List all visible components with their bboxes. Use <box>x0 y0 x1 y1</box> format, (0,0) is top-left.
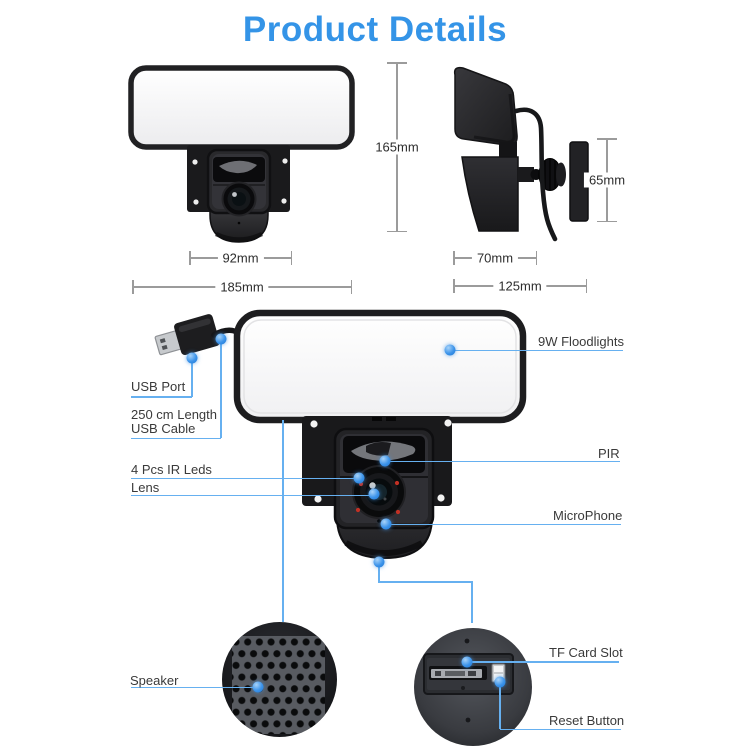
dimension-label: 185mm <box>215 279 269 295</box>
mic-hole <box>377 519 381 523</box>
callout-dot-floodlights <box>444 344 456 356</box>
dimension-label: 65mm <box>583 172 631 188</box>
callout-line <box>378 562 380 582</box>
dimension-label: 125mm <box>493 278 547 294</box>
label-tf-card-slot: TF Card Slot <box>549 645 623 660</box>
callout-line <box>499 682 501 729</box>
label-lens: Lens <box>131 480 160 495</box>
callout-line <box>500 728 621 730</box>
camera-body-side <box>461 156 519 232</box>
main-product-illustration <box>154 309 527 560</box>
dimension-185mm: 185mm <box>132 279 352 295</box>
ir-led <box>395 509 401 515</box>
speaker-closeup-circle <box>222 622 337 737</box>
side-view-illustration <box>453 66 589 242</box>
label-usb-cable-line2: USB Cable <box>131 420 196 436</box>
light-panel <box>233 309 527 424</box>
usb-plug <box>154 314 220 356</box>
callout-dot-speaker <box>252 681 264 693</box>
ir-led <box>394 480 400 486</box>
callout-dot-camera-bottom <box>373 556 385 568</box>
power-cable <box>513 107 558 242</box>
label-usb-cable-line1: 250 cm Length <box>131 407 218 422</box>
callout-line <box>220 339 222 438</box>
callout-line <box>282 420 284 622</box>
callout-line <box>131 477 359 479</box>
callout-dot-tf-card <box>461 656 473 667</box>
front-view-illustration <box>128 65 355 243</box>
callout-line <box>131 396 192 398</box>
callout-line <box>131 494 374 496</box>
light-head-side <box>453 66 518 147</box>
label-ir-leds: 4 Pcs IR Leds <box>131 462 212 477</box>
callout-dot-ir-leds <box>353 472 365 484</box>
callout-line <box>467 661 619 663</box>
light-panel <box>128 65 355 150</box>
callout-dot-usb-port <box>186 352 198 364</box>
label-microphone: MicroPhone <box>553 508 623 523</box>
tf-card-closeup-circle <box>414 628 532 746</box>
label-reset-button: Reset Button <box>549 713 625 728</box>
callout-dot-reset <box>494 676 506 688</box>
callout-line <box>191 358 193 397</box>
callout-dot-pir <box>379 455 391 467</box>
callout-line <box>131 437 221 439</box>
dimension-label: 70mm <box>471 250 519 266</box>
dimension-70mm: 70mm <box>453 250 537 266</box>
callout-dot-lens <box>368 488 380 500</box>
label-speaker: Speaker <box>130 673 179 688</box>
ir-led <box>355 507 361 513</box>
dimension-label: 92mm <box>217 250 264 266</box>
label-usb-cable: 250 cm Length USB Cable <box>131 408 217 435</box>
page-title: Product Details <box>242 10 508 49</box>
dimension-125mm: 125mm <box>453 278 587 294</box>
callout-dot-usb-cable <box>215 333 227 345</box>
dimension-label: 165mm <box>370 139 424 155</box>
dimension-65mm: 65mm <box>583 138 631 222</box>
dimension-165mm: 165mm <box>370 62 424 232</box>
speaker-grille <box>232 636 325 734</box>
label-floodlights: 9W Floodlights <box>538 334 624 349</box>
callout-line <box>450 349 623 351</box>
label-pir: PIR <box>598 446 620 461</box>
callout-line <box>471 581 473 623</box>
callout-line <box>378 581 473 583</box>
dimension-92mm: 92mm <box>189 250 292 266</box>
callout-dot-microphone <box>380 518 392 530</box>
callout-line <box>386 523 621 525</box>
callout-line <box>385 460 620 462</box>
callout-line <box>131 686 258 688</box>
label-usb-port: USB Port <box>131 379 186 394</box>
